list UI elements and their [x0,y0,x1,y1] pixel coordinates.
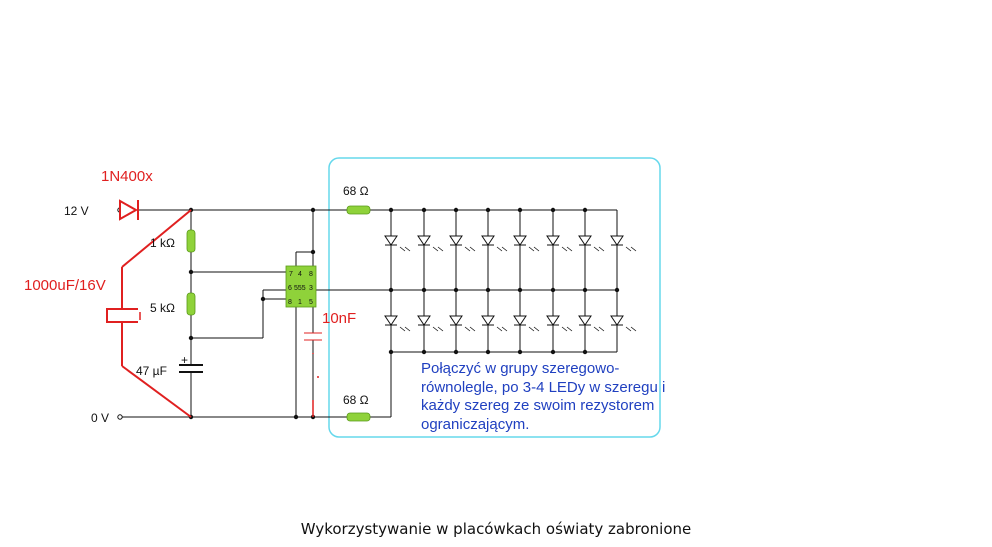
r2-label: 5 kΩ [150,301,175,315]
led-column [449,210,463,352]
svg-text:3: 3 [309,285,313,292]
led-column [384,210,398,352]
led-column [546,210,560,352]
led-column [610,210,624,352]
led-light-arrows [399,246,637,332]
svg-text:8: 8 [309,271,313,278]
input-cap-label: 1000uF/16V [24,277,106,294]
footer-disclaimer: Wykorzystywanie w placówkach oświaty zab… [300,520,692,538]
led-column [513,210,527,352]
ground-terminal [117,414,123,420]
diode-label: 1N400x [101,168,153,185]
timing-cap-label: 47 µF [136,364,167,378]
diode-symbol [119,199,139,221]
control-cap-label: 10nF [322,310,356,327]
svg-text:5: 5 [309,299,313,306]
wiring-note: Połączyć w grupy szeregowo-równolegle, p… [421,360,666,433]
control-capacitor [304,332,322,341]
input-voltage-label: 12 V [64,204,89,218]
resistor-bottom-label: 68 Ω [343,393,369,407]
svg-text:8: 8 [288,299,292,306]
wires [122,209,617,418]
resistor-top-label: 68 Ω [343,184,369,198]
led-array [384,210,624,352]
ic-555: 7 4 8 6 555 3 8 1 5 [285,265,317,308]
resistor-68-bottom [346,412,371,422]
led-column [417,210,431,352]
svg-text:1: 1 [298,299,302,306]
svg-text:4: 4 [298,271,302,278]
resistor-5k [186,292,196,316]
plus-sign: + [181,353,188,367]
resistor-68-top [346,205,371,215]
led-column [481,210,495,352]
resistor-1k [186,229,196,253]
svg-text:555: 555 [294,285,306,292]
r1-label: 1 kΩ [150,236,175,250]
ground-label: 0 V [91,411,109,425]
svg-text:6: 6 [288,285,292,292]
red-annotations [106,199,319,418]
timing-capacitor [179,364,203,373]
led-section-box [328,157,661,438]
led-column [578,210,592,352]
svg-text:7: 7 [289,271,293,278]
